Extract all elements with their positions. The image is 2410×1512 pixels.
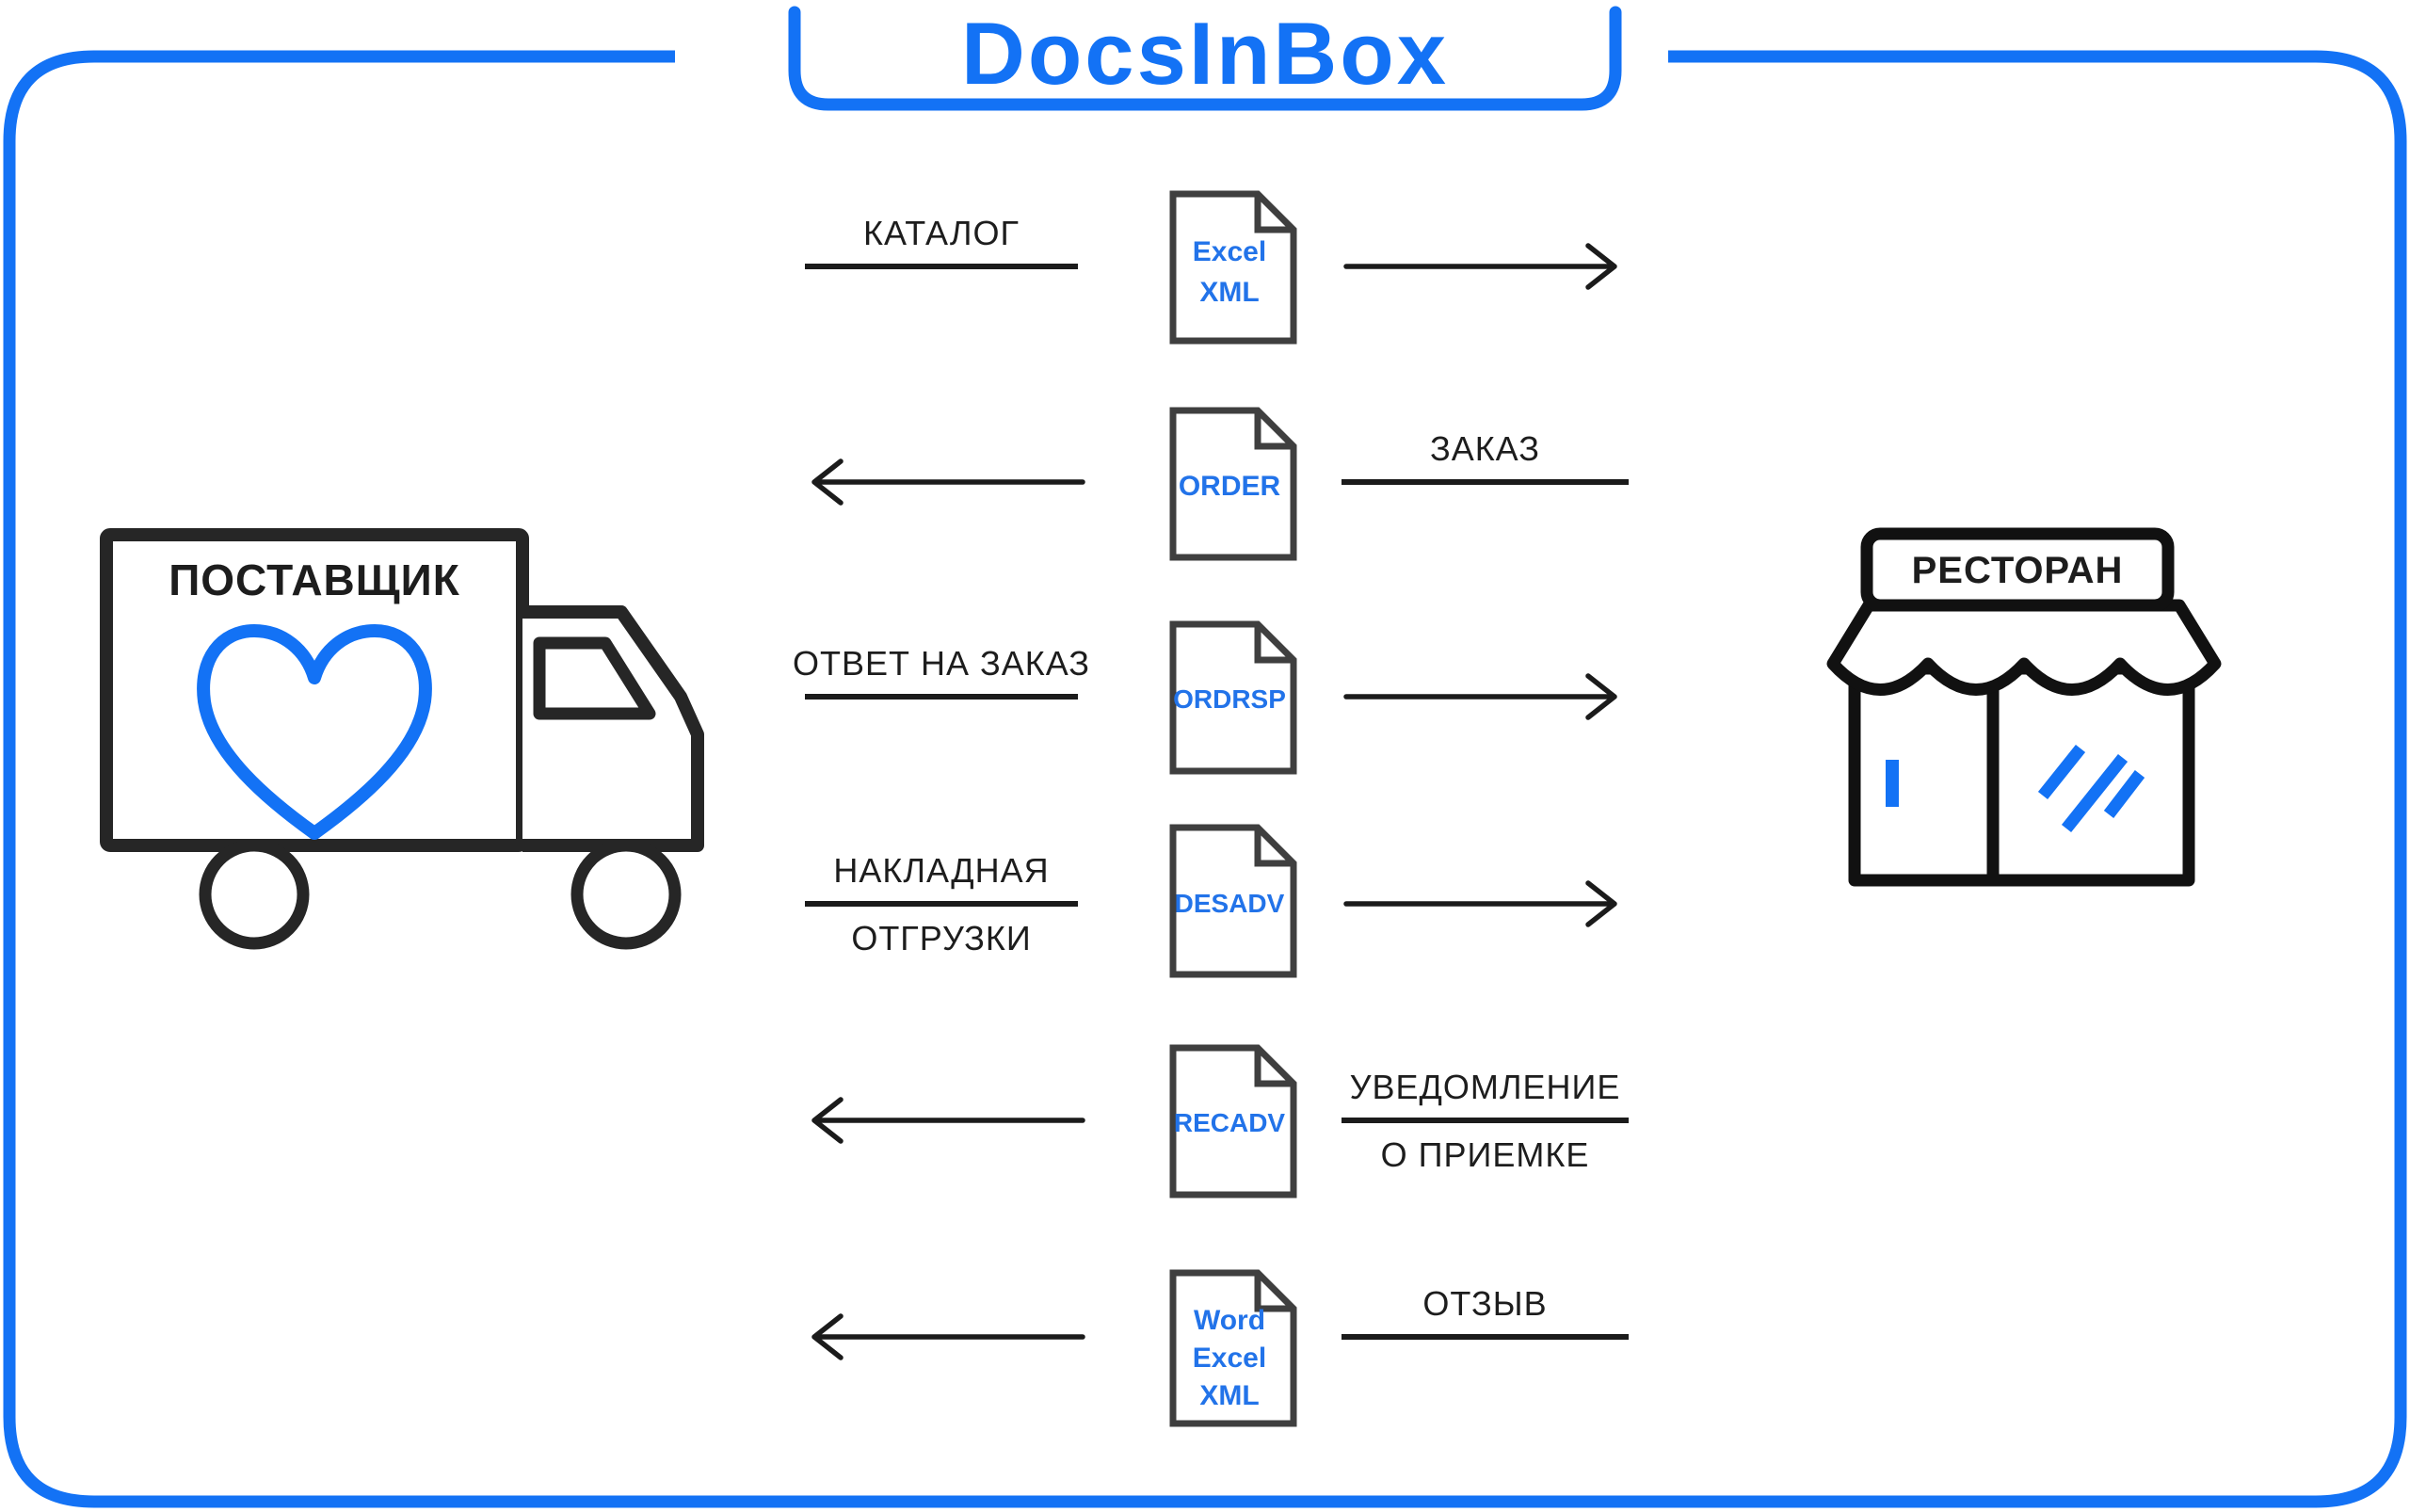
- arrow-right-icon: [1343, 673, 1617, 720]
- flow-label-text: КАТАЛОГ: [863, 214, 1020, 252]
- flow-label-order-response: ОТВЕТ НА ЗАКАЗ: [793, 647, 1089, 700]
- supplier-label: ПОСТАВЩИК: [169, 555, 460, 604]
- flow-label-receiving-advice: УВЕДОМЛЕНИЕ О ПРИЕМКЕ: [1342, 1070, 1629, 1172]
- arrow-right-icon: [1343, 880, 1617, 927]
- restaurant-store-icon: РЕСТОРАН: [1826, 527, 2222, 887]
- document-icon-excel-xml: Excel XML: [1169, 190, 1297, 345]
- document-icon-ordrsp: ORDRSP: [1169, 620, 1297, 775]
- flow-label-text: ОТВЕТ НА ЗАКАЗ: [792, 644, 1091, 683]
- flow-label-text: ОТГРУЗКИ: [851, 919, 1032, 957]
- flow-label-text: ОТЗЫВ: [1422, 1284, 1548, 1323]
- door-handle: [1886, 760, 1899, 807]
- svg-text:XML: XML: [1199, 1380, 1259, 1411]
- document-icon-desadv: DESADV: [1169, 824, 1297, 978]
- svg-text:Word: Word: [1194, 1305, 1265, 1336]
- flow-label-text: ЗАКАЗ: [1429, 429, 1541, 468]
- document-icon-recadv: RECADV: [1169, 1044, 1297, 1198]
- flow-label-order: ЗАКАЗ: [1342, 432, 1629, 485]
- store-sign: [1860, 527, 2175, 612]
- arrow-right-icon: [1343, 243, 1617, 290]
- arrow-left-icon: [811, 1313, 1085, 1360]
- flow-label-shipment-note: НАКЛАДНАЯ ОТГРУЗКИ: [805, 854, 1078, 956]
- arrow-left-icon: [811, 458, 1085, 506]
- logo-text: DocsInBox: [961, 5, 1449, 103]
- flow-label-feedback: ОТЗЫВ: [1342, 1287, 1629, 1340]
- label-underline: [805, 694, 1078, 700]
- document-icon-order: ORDER: [1169, 407, 1297, 561]
- restaurant-label: РЕСТОРАН: [1912, 550, 2124, 591]
- flow-label-text: УВЕДОМЛЕНИЕ: [1349, 1068, 1621, 1106]
- flow-label-text: НАКЛАДНАЯ: [833, 851, 1050, 890]
- svg-text:ORDRSP: ORDRSP: [1173, 684, 1286, 714]
- svg-text:XML: XML: [1199, 277, 1259, 308]
- label-underline: [805, 264, 1078, 269]
- store-awning: [1826, 599, 2222, 696]
- label-underline: [805, 901, 1078, 907]
- truck-wheel-rear: [199, 839, 310, 950]
- logo-bracket-icon: [788, 6, 1622, 111]
- flow-label-catalog: КАТАЛОГ: [805, 217, 1078, 269]
- label-underline: [1342, 1118, 1629, 1123]
- svg-text:Excel: Excel: [1193, 236, 1266, 267]
- truck-wheel-front: [570, 839, 682, 950]
- supplier-truck-icon: ПОСТАВЩИК: [100, 528, 704, 950]
- docsinbox-logo: DocsInBox: [788, 5, 1622, 111]
- document-icon-word-excel-xml: Word Excel XML: [1169, 1269, 1297, 1427]
- window-shine-icon: [2037, 744, 2145, 833]
- svg-text:ORDER: ORDER: [1179, 471, 1281, 502]
- svg-text:Excel: Excel: [1193, 1343, 1266, 1374]
- label-underline: [1342, 479, 1629, 485]
- truck-window: [533, 636, 656, 720]
- heart-icon: [197, 624, 432, 840]
- flow-label-text: О ПРИЕМКЕ: [1380, 1135, 1590, 1174]
- svg-text:DESADV: DESADV: [1175, 889, 1285, 918]
- label-underline: [1342, 1334, 1629, 1340]
- arrow-left-icon: [811, 1097, 1085, 1144]
- svg-text:RECADV: RECADV: [1174, 1108, 1286, 1137]
